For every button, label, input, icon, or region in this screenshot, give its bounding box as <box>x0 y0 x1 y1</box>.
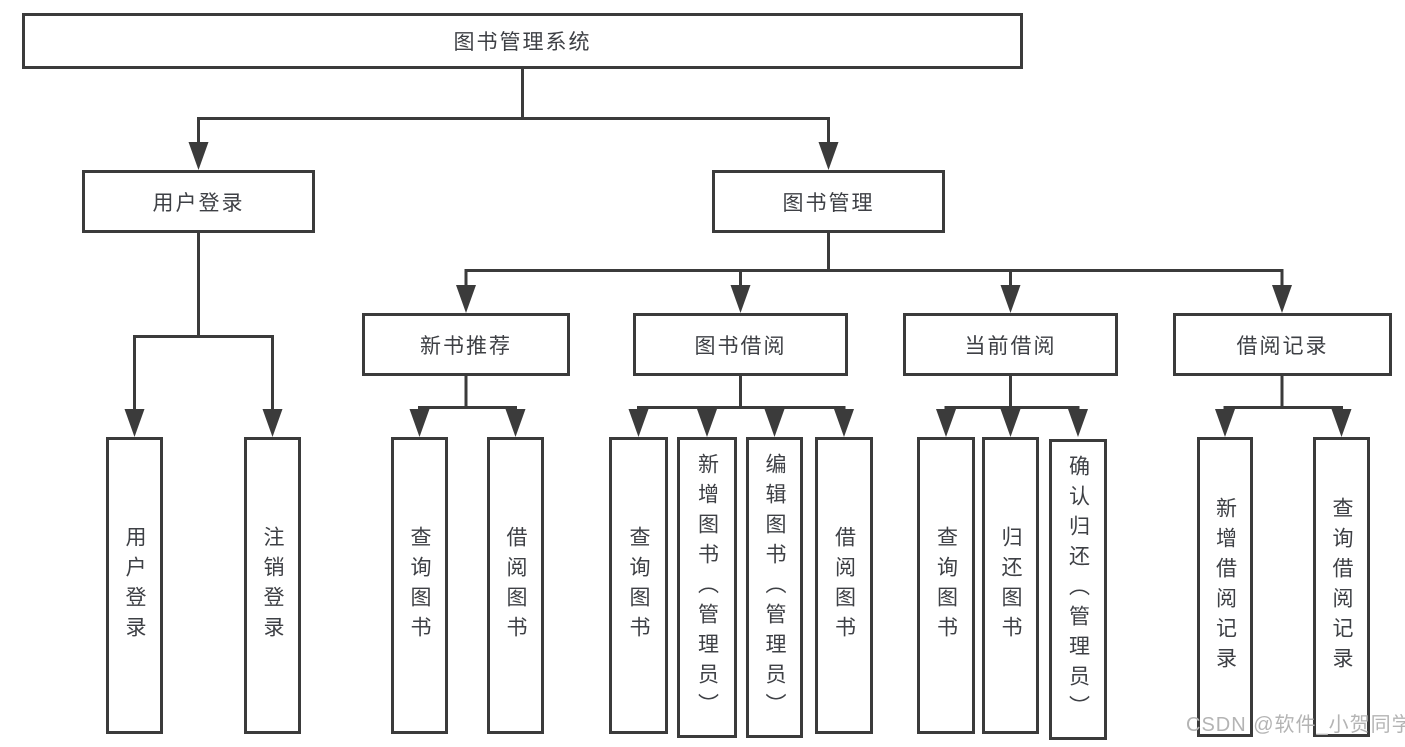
node-label: 新增借阅记录 <box>1213 497 1237 677</box>
csdn-watermark: CSDN @软件_小贺同学 <box>1186 714 1405 736</box>
leaf-edit-book-admin: 编辑图书（管理员） <box>746 437 803 738</box>
node-system-root: 图书管理系统 <box>22 13 1023 69</box>
leaf-borrow-books: 借阅图书 <box>487 437 544 734</box>
leaf-add-borrow-record: 新增借阅记录 <box>1197 437 1253 737</box>
leaf-logout: 注销登录 <box>244 437 301 734</box>
leaf-query-borrow-record: 查询借阅记录 <box>1313 437 1370 737</box>
node-label: 图书管理系统 <box>453 31 592 54</box>
node-label: 查询图书 <box>627 525 651 646</box>
leaf-query-books: 查询图书 <box>917 437 975 734</box>
leaf-confirm-return-admin: 确认归还（管理员） <box>1049 439 1107 740</box>
node-label: 用户登录 <box>123 525 147 646</box>
node-label: 借阅图书 <box>832 525 856 646</box>
node-label: 借阅记录 <box>1236 334 1329 358</box>
node-label: 查询图书 <box>934 525 958 646</box>
leaf-return-books: 归还图书 <box>982 437 1039 734</box>
node-label: 确认归还（管理员） <box>1066 454 1090 725</box>
node-label: 注销登录 <box>261 525 285 646</box>
leaf-borrow-books: 借阅图书 <box>815 437 873 734</box>
leaf-user-login: 用户登录 <box>106 437 163 734</box>
node-label: 图书借阅 <box>694 334 787 358</box>
node-label: 当前借阅 <box>964 334 1057 358</box>
node-label: 查询图书 <box>408 525 432 646</box>
node-book-management: 图书管理 <box>712 170 945 233</box>
leaf-query-books: 查询图书 <box>391 437 448 734</box>
node-label: 用户登录 <box>152 191 245 215</box>
node-user-login: 用户登录 <box>82 170 315 233</box>
leaf-add-book-admin: 新增图书（管理员） <box>677 437 737 738</box>
node-label: 归还图书 <box>999 525 1023 646</box>
node-label: 新增图书（管理员） <box>695 452 719 723</box>
node-new-book-recommend: 新书推荐 <box>362 313 570 376</box>
arrowheads <box>124 142 1352 437</box>
node-book-borrowing: 图书借阅 <box>633 313 848 376</box>
node-current-borrowing: 当前借阅 <box>903 313 1118 376</box>
node-label: 查询借阅记录 <box>1330 497 1354 677</box>
node-label: 编辑图书（管理员） <box>763 452 787 723</box>
node-label: 借阅图书 <box>504 525 528 646</box>
node-borrowing-records: 借阅记录 <box>1173 313 1392 376</box>
node-label: 新书推荐 <box>420 334 512 358</box>
leaf-query-books: 查询图书 <box>609 437 668 734</box>
node-label: 图书管理 <box>782 191 875 215</box>
